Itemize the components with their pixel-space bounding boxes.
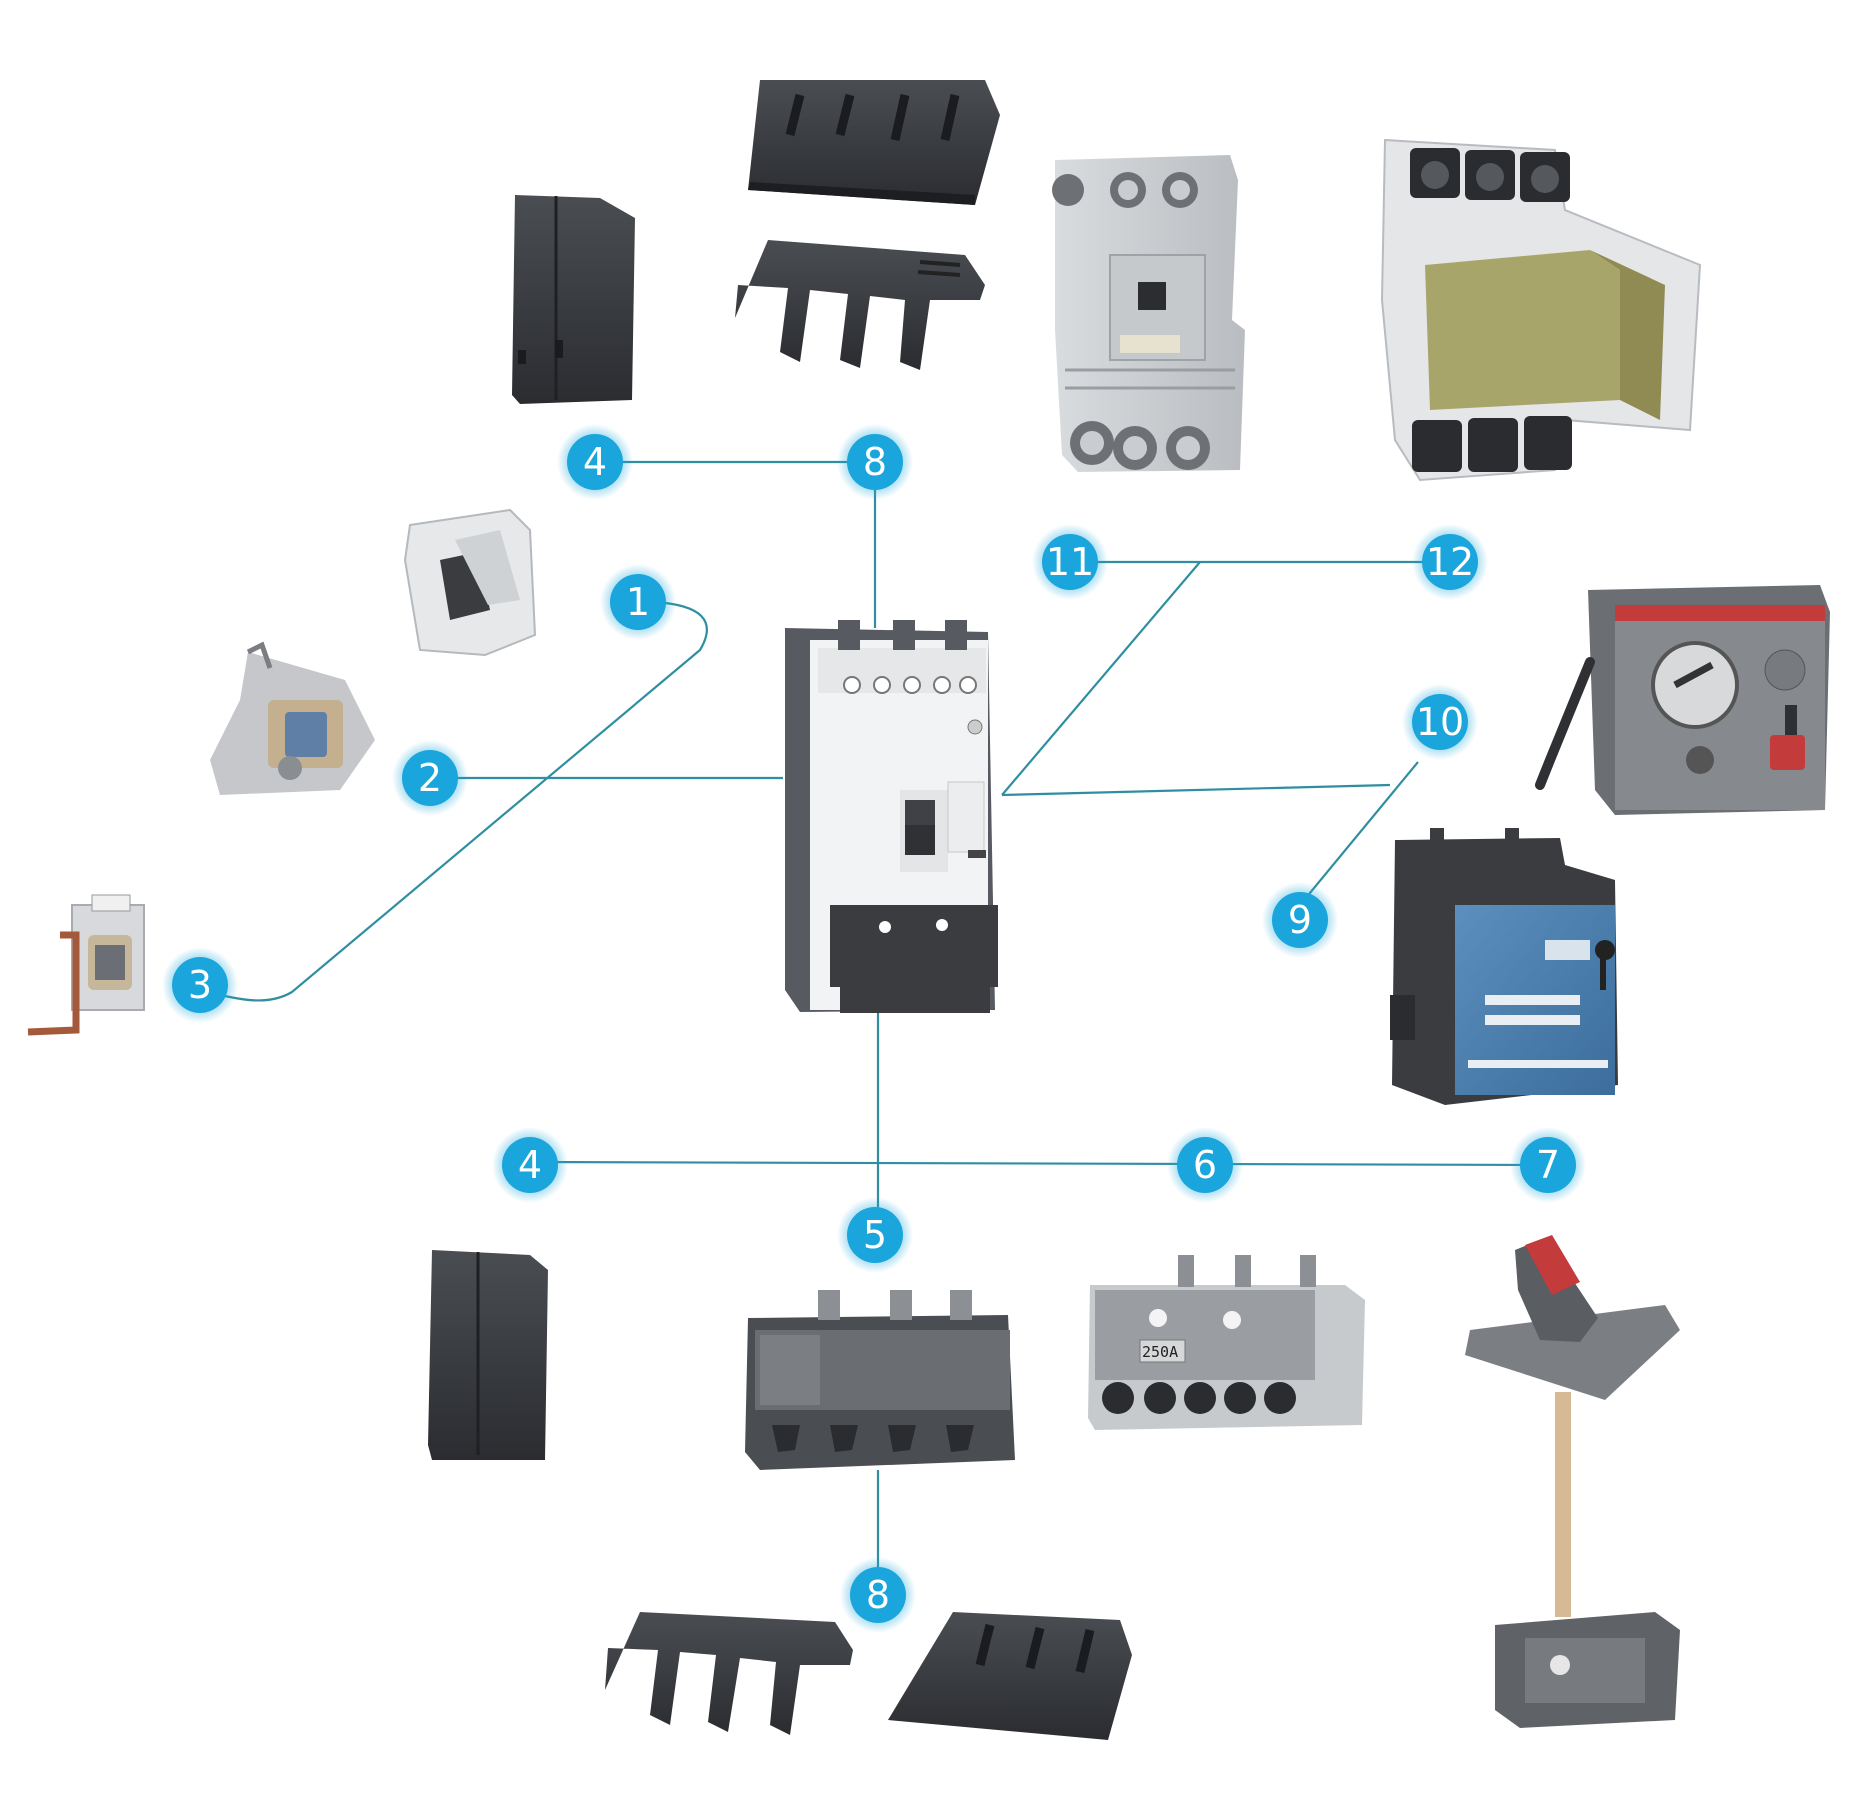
badge-circle	[610, 574, 666, 630]
badge-circle	[1412, 694, 1468, 750]
badge-number: 5	[863, 1213, 887, 1257]
terminal-cover-comb-bottom	[605, 1612, 853, 1735]
badge-number: 7	[1536, 1143, 1560, 1187]
badge-b11: 11	[1032, 524, 1108, 600]
badge-circle	[1042, 534, 1098, 590]
badge-number: 10	[1416, 700, 1464, 744]
terminal-cover-comb-top	[735, 240, 985, 370]
badge-circle	[567, 434, 623, 490]
badge-number: 2	[418, 756, 442, 800]
badge-circle	[172, 957, 228, 1013]
badge-number: 1	[626, 580, 650, 624]
line-9-10	[1299, 761, 1419, 906]
badge-b7: 7	[1510, 1127, 1586, 1203]
motor-operator	[1535, 585, 1830, 815]
badge-circle	[502, 1137, 558, 1193]
badge-b10: 10	[1402, 684, 1478, 760]
badge-circle	[1272, 892, 1328, 948]
badge-b9: 9	[1262, 882, 1338, 958]
badge-b4-top: 4	[557, 424, 633, 500]
badge-b5: 5	[837, 1197, 913, 1273]
terminal-shield-top	[512, 195, 635, 404]
terminal-cover-flat-bottom	[888, 1612, 1132, 1740]
badge-number: 8	[866, 1573, 890, 1617]
shunt-trip-release	[210, 641, 375, 795]
plug-in-base	[1052, 155, 1245, 472]
rotary-handle-extended	[1465, 1235, 1680, 1728]
draw-out-cradle	[1380, 138, 1702, 482]
badge-b8-top: 8	[837, 424, 913, 500]
badge-circle	[847, 1207, 903, 1263]
badge-number: 8	[863, 440, 887, 484]
badge-number: 6	[1193, 1143, 1217, 1187]
badge-number: 3	[188, 963, 212, 1007]
badge-number: 4	[518, 1143, 542, 1187]
main-mccb	[785, 620, 998, 1013]
electric-operating-mechanism	[1390, 828, 1618, 1105]
terminal-cover-flat-top	[748, 80, 1000, 205]
badge-b12: 12	[1412, 524, 1488, 600]
auxiliary-contact	[403, 508, 537, 657]
line-10-to-breaker	[1001, 783, 1391, 797]
residual-current-device	[745, 1290, 1015, 1470]
rear-terminal-block: 250A	[1088, 1255, 1365, 1430]
badge-number: 11	[1046, 540, 1094, 584]
badge-circle	[1520, 1137, 1576, 1193]
badge-circle	[402, 750, 458, 806]
badge-b4-bottom: 4	[492, 1127, 568, 1203]
badge-number: 9	[1288, 898, 1312, 942]
badge-number: 4	[583, 440, 607, 484]
badge-number: 12	[1426, 540, 1474, 584]
line-12-to-breaker	[1001, 561, 1201, 796]
badge-b3: 3	[162, 947, 238, 1023]
terminal-rating-label: 250A	[1142, 1343, 1178, 1361]
badge-b2: 2	[392, 740, 468, 816]
undervoltage-release	[27, 894, 145, 1036]
badge-circle	[1422, 534, 1478, 590]
badge-circle	[850, 1567, 906, 1623]
badge-circle	[847, 434, 903, 490]
line-4-6-7-bottom	[529, 1160, 1549, 1167]
badge-b8-bottom: 8	[840, 1557, 916, 1633]
connector-lines	[199, 460, 1549, 1590]
badge-b6: 6	[1167, 1127, 1243, 1203]
line-1-3	[199, 600, 708, 1002]
terminal-shield-bottom	[428, 1250, 548, 1460]
badge-circle	[1177, 1137, 1233, 1193]
badge-b1: 1	[600, 564, 676, 640]
